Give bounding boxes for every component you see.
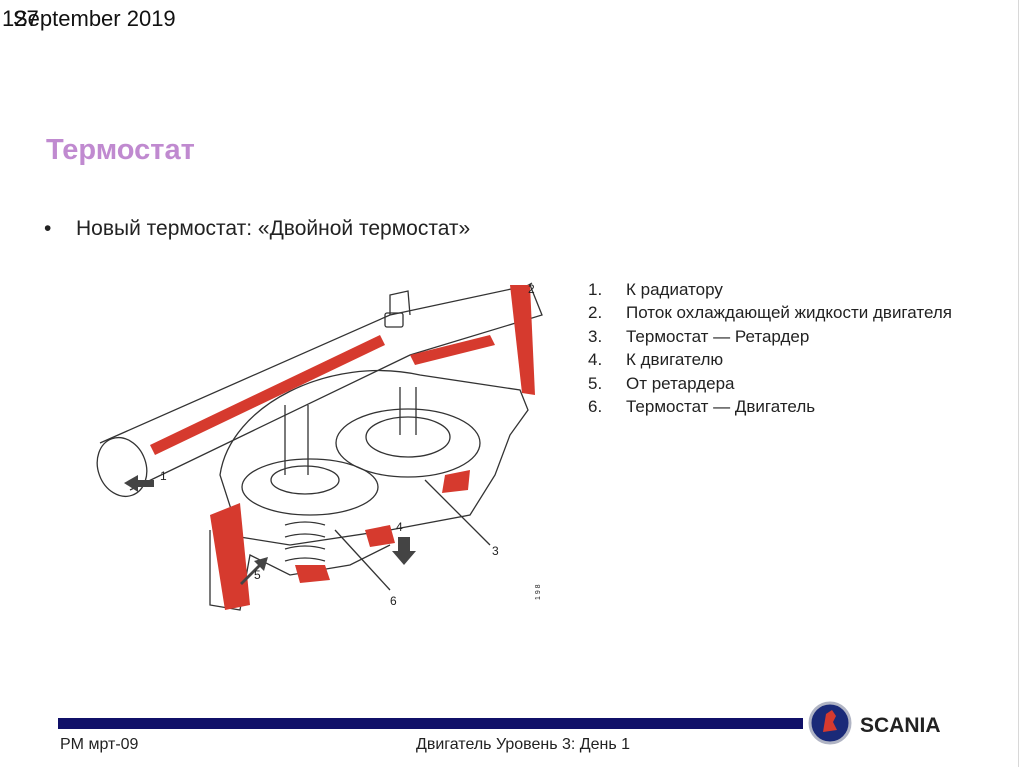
slide-right-border xyxy=(1018,0,1019,767)
section-cut-lower-left xyxy=(210,503,250,610)
outlet-pipe-opening xyxy=(96,436,148,498)
legend-item: 6. Термостат — Двигатель xyxy=(588,395,952,418)
thermostat-retarder-stem xyxy=(399,387,417,435)
section-cut-housing-top xyxy=(410,335,495,365)
thermostat-spring xyxy=(284,521,326,562)
arrow-from-retarder xyxy=(240,557,268,585)
callout-6: 6 xyxy=(390,594,397,608)
thermostat-engine-inner xyxy=(270,465,340,495)
leader-line-3 xyxy=(424,479,491,546)
thermostat-diagram: 1 2 3 4 5 6 1 9 8 xyxy=(96,282,543,611)
section-cut-retarder xyxy=(442,470,470,493)
legend-item-number: 2. xyxy=(588,303,603,323)
legend-item-number: 4. xyxy=(588,350,603,370)
section-cut-lower-mid xyxy=(295,565,330,583)
arrow-to-radiator xyxy=(124,475,154,492)
bullet-text: Новый термостат: «Двойной термостат» xyxy=(76,217,471,240)
section-cut-lower-right xyxy=(365,525,395,547)
legend-item: 2. Поток охлаждающей жидкости двигателя xyxy=(588,301,952,324)
slide-number: 127 xyxy=(2,6,39,31)
scania-logo: SCANIA xyxy=(808,701,941,745)
callout-4: 4 xyxy=(396,520,403,534)
griffin-icon xyxy=(823,710,837,732)
legend-item-label: Термостат — Двигатель xyxy=(626,396,816,416)
legend-item-label: Поток охлаждающей жидкости двигателя xyxy=(626,303,952,323)
legend-item-number: 1. xyxy=(588,280,603,299)
footer-bar xyxy=(58,718,803,729)
diagram-code: 1 9 8 xyxy=(535,584,542,600)
bullet-item: • Новый термостат: «Двойной термостат» xyxy=(44,217,470,241)
legend-item-number: 5. xyxy=(588,373,603,393)
callout-3: 3 xyxy=(492,544,499,558)
legend-item-label: К двигателю xyxy=(626,350,724,370)
thermostat-engine-disc xyxy=(241,458,379,516)
callout-5: 5 xyxy=(254,568,261,582)
legend-list: 1. К радиатору 2. Поток охлаждающей жидкос… xyxy=(588,278,952,418)
legend-item-number: 3. xyxy=(588,326,603,346)
legend-item: 1. К радиатору xyxy=(588,278,952,301)
housing-body xyxy=(219,370,529,546)
footer-center-text: Двигатель Уровень 3: День 1 xyxy=(416,736,631,753)
legend-item: 4. К двигателю xyxy=(588,348,952,371)
callout-2: 2 xyxy=(528,282,535,296)
legend-item-number: 6. xyxy=(588,396,603,416)
legend-item: 5. От ретардера xyxy=(588,372,952,395)
bolt-head xyxy=(384,312,404,328)
slide-title: Термостат xyxy=(46,134,195,166)
slide-date: September 2019 xyxy=(13,6,176,31)
arrow-to-engine xyxy=(392,537,416,565)
callout-1: 1 xyxy=(160,469,167,483)
outlet-pipe xyxy=(99,284,543,491)
legend-item-label: От ретардера xyxy=(626,373,735,393)
thermostat-retarder-inner xyxy=(365,416,451,458)
thermostat-engine-stem xyxy=(284,405,309,475)
section-cut-pipe-right xyxy=(510,285,535,395)
legend-item: 3. Термостат — Ретардер xyxy=(588,325,952,348)
footer-left-text: PM мрт-09 xyxy=(60,736,139,753)
thermostat-retarder-disc xyxy=(335,408,481,478)
scania-wordmark: SCANIA xyxy=(860,714,941,737)
bullet-dot: • xyxy=(44,217,52,240)
leader-line-6 xyxy=(334,529,391,591)
legend-item-label: К радиатору xyxy=(626,280,723,299)
legend-item-label: Термостат — Ретардер xyxy=(626,326,810,346)
section-cut-pipe-top xyxy=(150,335,385,455)
housing-flange xyxy=(389,290,411,316)
lower-casing xyxy=(209,530,391,611)
